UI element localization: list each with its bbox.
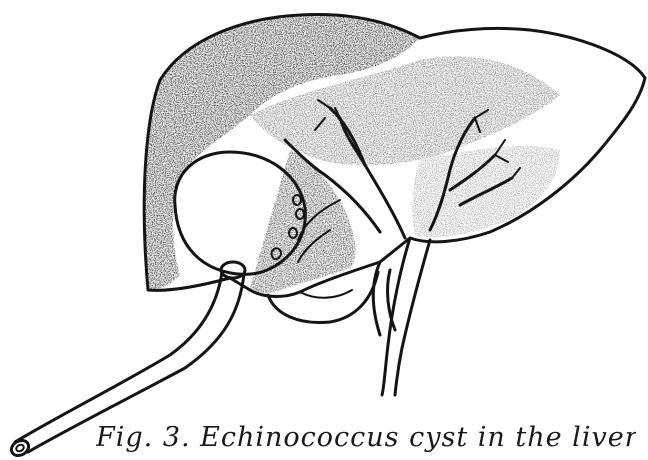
- tube-end: [9, 437, 32, 458]
- tube-tip: [221, 262, 245, 278]
- liver-shading: [144, 14, 560, 292]
- figure-caption: Fig. 3. Echinococcus cyst in the liver: [96, 422, 636, 456]
